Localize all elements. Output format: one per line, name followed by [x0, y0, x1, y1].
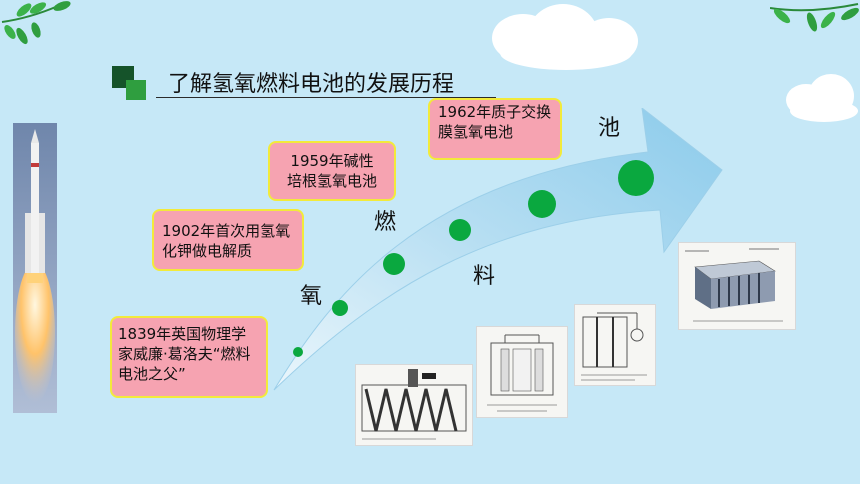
fuel-cell-diagram — [678, 242, 796, 330]
page-title: 了解氢氧燃料电池的发展历程 — [168, 72, 455, 97]
arrow-char-ran: 燃 — [374, 210, 397, 235]
timeline-dot — [449, 219, 471, 241]
arrow-char-chi: 池 — [598, 116, 621, 141]
milestone-1962: 1962年质子交换膜氢氧电池 — [428, 98, 562, 160]
timeline-dot — [293, 347, 303, 357]
milestone-1902: 1902年首次用氢氧化钾做电解质 — [152, 209, 304, 271]
timeline-arrow — [273, 108, 723, 391]
leaf-icon — [770, 3, 859, 32]
arrow-char-yang: 氧 — [300, 284, 323, 309]
leaf-icon — [1, 1, 71, 45]
timeline-dot — [528, 190, 556, 218]
fuel-cell-diagram — [476, 326, 568, 418]
fuel-cell-diagram — [355, 364, 473, 446]
timeline-dot — [332, 300, 348, 316]
arrow-char-liao: 料 — [473, 264, 496, 289]
timeline-dot — [618, 160, 654, 196]
timeline-dot — [383, 253, 405, 275]
title-square-icon — [112, 66, 146, 100]
rocket-photo — [13, 123, 57, 413]
title-underline — [156, 97, 496, 98]
fuel-cell-diagram — [574, 304, 656, 386]
milestone-1959: 1959年碱性培根氢氧电池 — [268, 141, 396, 201]
milestone-1839: 1839年英国物理学家威廉·葛洛夫“燃料电池之父” — [110, 316, 268, 398]
